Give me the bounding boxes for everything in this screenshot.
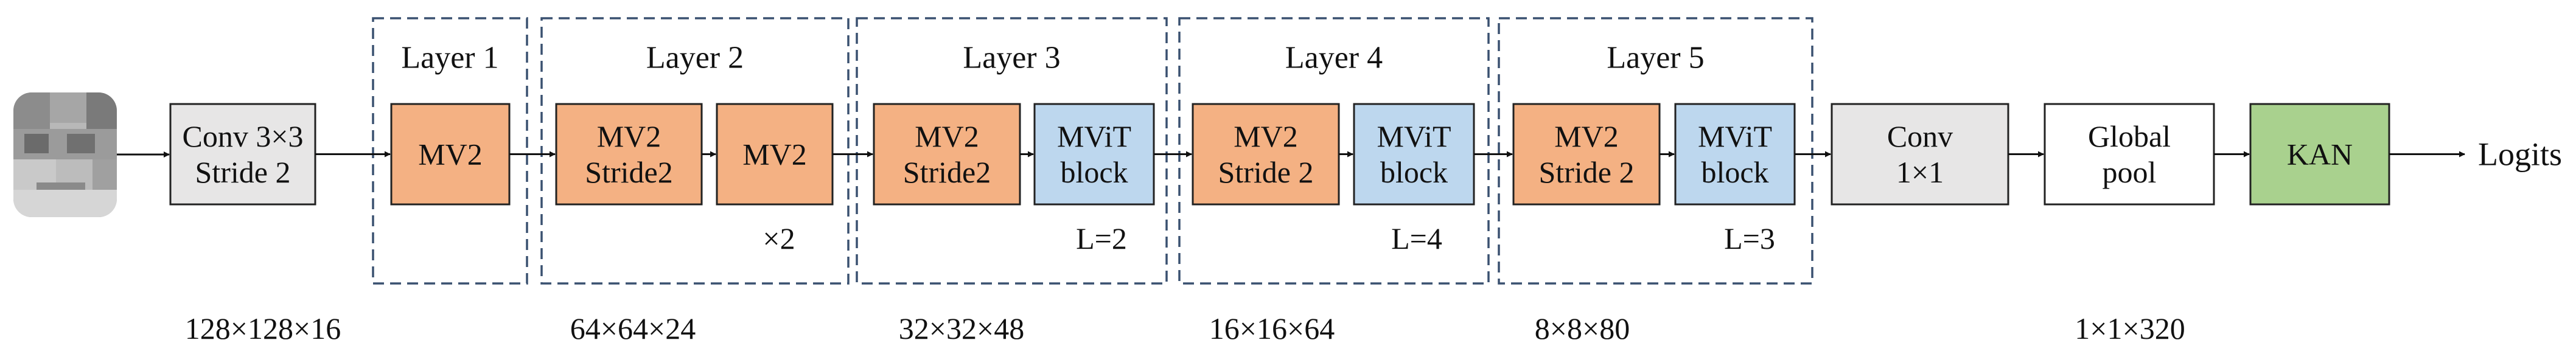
layer-4-frame (1178, 17, 1490, 285)
layer-4-title: Layer 4 (1285, 41, 1383, 75)
layer-2-note: ×2 (763, 221, 795, 255)
dimension-label-5: 8×8×80 (1535, 311, 1630, 345)
conv-3x3-stride2-block (169, 103, 316, 206)
global-pool-block-label-1: Global (2088, 119, 2171, 153)
dimension-label-4: 16×16×64 (1209, 311, 1335, 345)
layer-4-mvit-block-2-label-2: block (1380, 155, 1448, 189)
layer-4-mv2-block-1-label-1: MV2 (1234, 119, 1298, 153)
layer-2-mv2-block-1 (555, 103, 703, 206)
layer-2-mv2-block-2-label: MV2 (742, 137, 807, 172)
layer-3-mv2-block-1-label-1: MV2 (915, 119, 979, 153)
layer-4-mvit-block-2-label-1: MViT (1377, 119, 1451, 153)
layer-5-mv2-block-1 (1512, 103, 1661, 206)
dimension-label-1: 128×128×16 (185, 311, 341, 345)
layer-5-frame (1498, 17, 1813, 285)
dimension-label-2: 64×64×24 (570, 311, 696, 345)
conv-1x1-block-label-1: Conv (1887, 119, 1953, 153)
layer-3-mvit-block-2-label-2: block (1060, 155, 1128, 189)
layer-4-note: L=4 (1391, 221, 1442, 255)
dimension-label-6: 1×1×320 (2075, 311, 2185, 345)
layer-5-mv2-block-1-label-2: Stride 2 (1539, 155, 1635, 189)
layer-3-frame (856, 17, 1168, 285)
layer-5-mvit-block-2-label-1: MViT (1698, 119, 1772, 153)
layer-5-note: L=3 (1724, 221, 1775, 255)
logits-label: Logits (2478, 136, 2562, 173)
layer-2-mv2-block-1-label-1: MV2 (597, 119, 661, 153)
layer-1-frame (372, 17, 528, 285)
layer-1-mv2-block-1-label: MV2 (418, 137, 483, 172)
layer-3-mv2-block-1-label-2: Stride2 (903, 155, 991, 189)
layer-4-mvit-block-2 (1353, 103, 1475, 206)
layer-3-mvit-block-2 (1033, 103, 1155, 206)
conv-3x3-stride2-block-label-1: Conv 3×3 (182, 119, 303, 153)
layer-5-mvit-block-2 (1674, 103, 1796, 206)
layer-5-mv2-block-1-label-1: MV2 (1554, 119, 1619, 153)
layer-3-note: L=2 (1076, 221, 1127, 255)
layer-3-mvit-block-2-label-1: MViT (1057, 119, 1131, 153)
layer-4-mv2-block-1-label-2: Stride 2 (1218, 155, 1314, 189)
conv-3x3-stride2-block-label-2: Stride 2 (195, 155, 291, 189)
layer-2-title: Layer 2 (646, 41, 744, 75)
global-pool-block-label-2: pool (2103, 155, 2157, 189)
global-pool-block (2044, 103, 2215, 206)
conv-1x1-block-label-2: 1×1 (1896, 155, 1944, 189)
layer-2-frame (540, 17, 850, 285)
face-image-icon (13, 92, 117, 217)
layer-1-title: Layer 1 (401, 41, 498, 75)
dimension-label-3: 32×32×48 (899, 311, 1024, 345)
layer-3-title: Layer 3 (963, 41, 1060, 75)
layer-5-title: Layer 5 (1607, 41, 1704, 75)
kan-block (2249, 103, 2390, 206)
conv-1x1-block (1831, 103, 2009, 206)
layer-5-mvit-block-2-label-2: block (1701, 155, 1768, 189)
layer-1-mv2-block-1 (390, 103, 511, 206)
layer-2-mv2-block-1-label-2: Stride2 (585, 155, 672, 189)
kan-block-label: KAN (2287, 137, 2353, 172)
layer-3-mv2-block-1 (873, 103, 1021, 206)
